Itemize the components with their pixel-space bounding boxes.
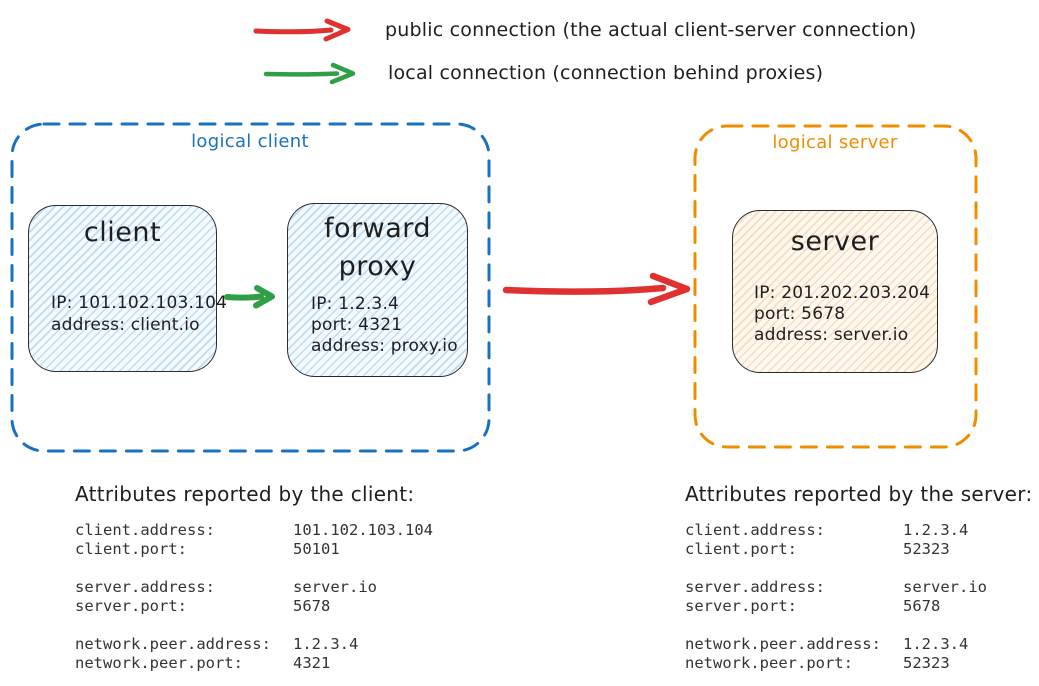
client-attr-group-client: client.address: 101.102.103.104 client.p… xyxy=(75,521,435,559)
attr-key: server.port: xyxy=(685,597,797,615)
forward-proxy-node: forward proxy IP: 1.2.3.4 port: 4321 add… xyxy=(287,203,468,377)
forward-proxy-node-title: forward proxy xyxy=(323,213,432,282)
client-address-line: address: client.io xyxy=(51,315,200,335)
attr-key: network.peer.address: xyxy=(685,635,881,653)
proxy-ip-line: IP: 1.2.3.4 xyxy=(311,294,400,314)
logical-server-boundary xyxy=(693,124,978,449)
attr-key: network.peer.port: xyxy=(685,654,853,672)
server-node-title: server xyxy=(790,226,880,257)
attr-key: network.peer.address: xyxy=(75,635,271,653)
attr-key: server.address: xyxy=(685,578,825,596)
client-attributes-heading: Attributes reported by the client: xyxy=(75,482,415,506)
attr-key: client.port: xyxy=(685,540,797,558)
server-attr-group-server: server.address: server.io server.port: 5… xyxy=(685,578,1039,616)
attr-value: server.io xyxy=(293,578,377,596)
public-connection-arrow-icon xyxy=(253,18,351,42)
legend-public-connection-label: public connection (the actual client-ser… xyxy=(385,19,917,41)
local-connection-arrow-icon xyxy=(263,62,356,85)
attr-value: 1.2.3.4 xyxy=(903,521,969,539)
attr-value: 5678 xyxy=(293,597,331,615)
attr-value: 1.2.3.4 xyxy=(903,635,969,653)
logical-server-label: logical server xyxy=(772,132,898,153)
proxy-address-line: address: proxy.io xyxy=(311,336,458,356)
attr-key: client.address: xyxy=(75,521,215,539)
client-attr-group-server: server.address: server.io server.port: 5… xyxy=(75,578,435,616)
client-node-title: client xyxy=(83,217,162,248)
server-ip-line: IP: 201.202.203.204 xyxy=(754,283,931,303)
attr-row: network.peer.port: 52323 xyxy=(685,654,1039,673)
attr-value: 101.102.103.104 xyxy=(293,521,433,539)
server-attr-group-network-peer: network.peer.address: 1.2.3.4 network.pe… xyxy=(685,635,1039,673)
client-attr-group-network-peer: network.peer.address: 1.2.3.4 network.pe… xyxy=(75,635,435,673)
server-attributes-heading: Attributes reported by the server: xyxy=(685,482,1033,506)
public-connection-main-arrow-icon xyxy=(502,272,691,306)
server-node-details: IP: 201.202.203.204 port: 5678 address: … xyxy=(754,283,930,346)
logical-client-label: logical client xyxy=(191,131,309,152)
attr-value: 5678 xyxy=(903,597,941,615)
attr-value: 50101 xyxy=(293,540,340,558)
local-connection-small-arrow-icon xyxy=(224,285,275,309)
attr-row: client.address: 101.102.103.104 xyxy=(75,521,435,540)
attr-row: server.address: server.io xyxy=(75,578,435,597)
client-node: client IP: 101.102.103.104 address: clie… xyxy=(28,205,227,372)
server-attributes-section: Attributes reported by the server: clien… xyxy=(685,482,1039,686)
client-node-details: IP: 101.102.103.104 address: client.io xyxy=(51,292,227,336)
forward-proxy-node-details: IP: 1.2.3.4 port: 4321 address: proxy.io xyxy=(311,294,458,357)
attr-row: server.port: 5678 xyxy=(75,597,435,616)
attr-row: server.address: server.io xyxy=(685,578,1039,597)
server-port-line: port: 5678 xyxy=(754,304,846,324)
attr-key: server.address: xyxy=(75,578,215,596)
server-address-line: address: server.io xyxy=(754,325,909,345)
client-attributes-section: Attributes reported by the client: clien… xyxy=(75,482,435,686)
attr-row: network.peer.address: 1.2.3.4 xyxy=(685,635,1039,654)
attr-row: network.peer.address: 1.2.3.4 xyxy=(75,635,435,654)
attr-key: server.port: xyxy=(75,597,187,615)
logical-client-boundary xyxy=(10,122,491,453)
attr-value: 1.2.3.4 xyxy=(293,635,359,653)
attr-row: client.port: 50101 xyxy=(75,540,435,559)
attr-value: server.io xyxy=(903,578,987,596)
attr-key: client.address: xyxy=(685,521,825,539)
server-node: server IP: 201.202.203.204 port: 5678 ad… xyxy=(732,210,938,373)
attr-row: server.port: 5678 xyxy=(685,597,1039,616)
server-attr-group-client: client.address: 1.2.3.4 client.port: 523… xyxy=(685,521,1039,559)
attr-row: client.port: 52323 xyxy=(685,540,1039,559)
attr-row: client.address: 1.2.3.4 xyxy=(685,521,1039,540)
attr-value: 4321 xyxy=(293,654,331,672)
proxy-port-line: port: 4321 xyxy=(311,315,403,335)
client-ip-line: IP: 101.102.103.104 xyxy=(51,293,228,313)
attr-row: network.peer.port: 4321 xyxy=(75,654,435,673)
legend-local-connection-label: local connection (connection behind prox… xyxy=(388,62,824,84)
attr-key: network.peer.port: xyxy=(75,654,243,672)
attr-key: client.port: xyxy=(75,540,187,558)
attr-value: 52323 xyxy=(903,540,950,558)
attr-value: 52323 xyxy=(903,654,950,672)
